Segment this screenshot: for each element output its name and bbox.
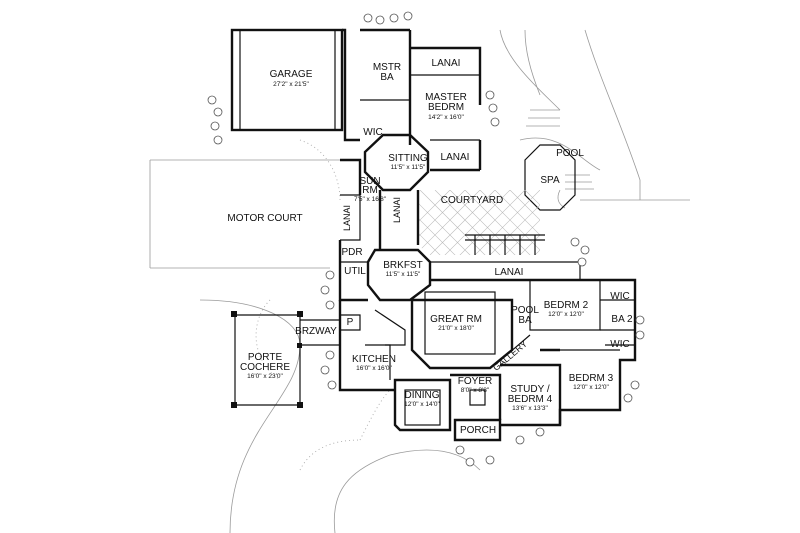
- bedrm2-label: BEDRM 2: [544, 300, 589, 311]
- dining-label: DINING: [405, 390, 440, 401]
- building-walls: [230, 28, 637, 442]
- porch-label: PORCH: [460, 425, 496, 436]
- foyer-label: FOYER: [458, 376, 492, 387]
- room-sitting: SITTING 11'5" x 11'5": [388, 153, 428, 171]
- dining-dim: 12'0" x 14'0": [404, 401, 440, 408]
- porte-cochere-columns: [231, 311, 340, 408]
- room-bedrm-3: BEDRM 3 12'0" x 12'0": [569, 373, 614, 391]
- pantry-label: P: [347, 317, 354, 328]
- mstr-ba-label-2: BA: [380, 72, 394, 83]
- porte-cochere-label-1: PORTE: [248, 352, 283, 363]
- master-bedrm-label-2: BEDRM: [428, 102, 464, 113]
- porte-cochere-dim: 16'0" x 23'0": [247, 373, 283, 380]
- mstr-ba-label-1: MSTR: [373, 62, 401, 73]
- pool-ba-label-2: BA: [518, 315, 532, 326]
- wic-2-label: WIC: [610, 291, 629, 302]
- brzway-label: BRZWAY: [295, 326, 337, 337]
- study-dim: 13'6" x 13'3": [512, 405, 548, 412]
- study-label-1: STUDY /: [510, 384, 549, 395]
- spa-label: SPA: [540, 175, 560, 186]
- gallery-label: GALLERY: [491, 339, 529, 373]
- room-foyer: FOYER 8'0" x 8'8": [458, 376, 492, 394]
- motor-court-label: MOTOR COURT: [227, 213, 302, 224]
- room-kitchen: KITCHEN 16'0" x 16'0": [352, 354, 396, 372]
- room-dining: DINING 12'0" x 14'0": [404, 390, 440, 408]
- master-bedrm-label-1: MASTER: [425, 92, 467, 103]
- bedrm2-dim: 12'0" x 12'0": [548, 311, 584, 318]
- room-porte-cochere: PORTE COCHERE 16'0" x 23'0": [240, 352, 290, 380]
- courtyard-railing: [465, 234, 545, 255]
- room-garage: GARAGE 27'2" x 21'5": [270, 69, 313, 88]
- lanai-left-label: LANAI: [342, 205, 352, 231]
- ba2-label: BA 2: [611, 314, 633, 325]
- brkfst-dim: 11'5" x 11'5": [386, 271, 421, 278]
- pool-steps: [526, 109, 594, 190]
- sun-rm-dim: 7'5" x 16'8": [354, 196, 387, 203]
- brkfst-label: BRKFST: [383, 260, 422, 271]
- lanai-sitting-label: LANAI: [441, 152, 470, 163]
- room-master-bedrm: MASTER BEDRM 14'2" x 16'0": [425, 92, 467, 121]
- util-label: UTIL: [344, 266, 366, 277]
- landscape-shrubs: [207, 11, 645, 467]
- porte-cochere-label-2: COCHERE: [240, 362, 290, 373]
- master-bedrm-dim: 14'2" x 16'0": [428, 114, 464, 121]
- pool-label: POOL: [556, 148, 584, 159]
- room-bedrm-2: BEDRM 2 12'0" x 12'0": [544, 300, 589, 318]
- garage-dim: 27'2" x 21'5": [273, 81, 309, 88]
- courtyard-label: COURTYARD: [441, 195, 503, 206]
- site-outline: [149, 29, 690, 533]
- wic-master-label: WIC: [363, 127, 382, 138]
- pool-ba-label-1: POOL: [511, 305, 539, 316]
- room-brkfst: BRKFST 11'5" x 11'5": [383, 260, 422, 278]
- garage-label: GARAGE: [270, 69, 313, 80]
- room-great-rm: GREAT RM 21'0" x 18'0": [430, 314, 482, 332]
- great-rm-label: GREAT RM: [430, 314, 482, 325]
- room-study: STUDY / BEDRM 4 13'6" x 13'3": [508, 384, 553, 412]
- lanai-mid-label: LANAI: [392, 197, 402, 223]
- pdr-label: PDR: [341, 247, 362, 258]
- kitchen-dim: 16'0" x 16'0": [356, 365, 392, 372]
- sitting-dim: 11'5" x 11'5": [391, 164, 426, 171]
- bedrm3-dim: 12'0" x 12'0": [573, 384, 609, 391]
- room-sun-rm: SUN RM 7'5" x 16'8": [354, 176, 387, 203]
- foyer-dim: 8'0" x 8'8": [461, 387, 490, 394]
- room-pool-ba: POOL BA: [511, 305, 539, 326]
- bedrm3-label: BEDRM 3: [569, 373, 614, 384]
- kitchen-label: KITCHEN: [352, 354, 396, 365]
- study-label-2: BEDRM 4: [508, 394, 553, 405]
- sun-rm-label-1: SUN: [359, 176, 380, 187]
- lanai-right-label: LANAI: [495, 267, 524, 278]
- wic-3-label: WIC: [610, 339, 629, 350]
- room-mstr-ba: MSTR BA: [373, 62, 401, 83]
- great-rm-dim: 21'0" x 18'0": [438, 325, 474, 332]
- sitting-label: SITTING: [388, 153, 428, 164]
- sun-rm-label-2: RM: [362, 185, 378, 196]
- lanai-top-label: LANAI: [432, 58, 461, 69]
- courtyard-paving: [418, 190, 540, 255]
